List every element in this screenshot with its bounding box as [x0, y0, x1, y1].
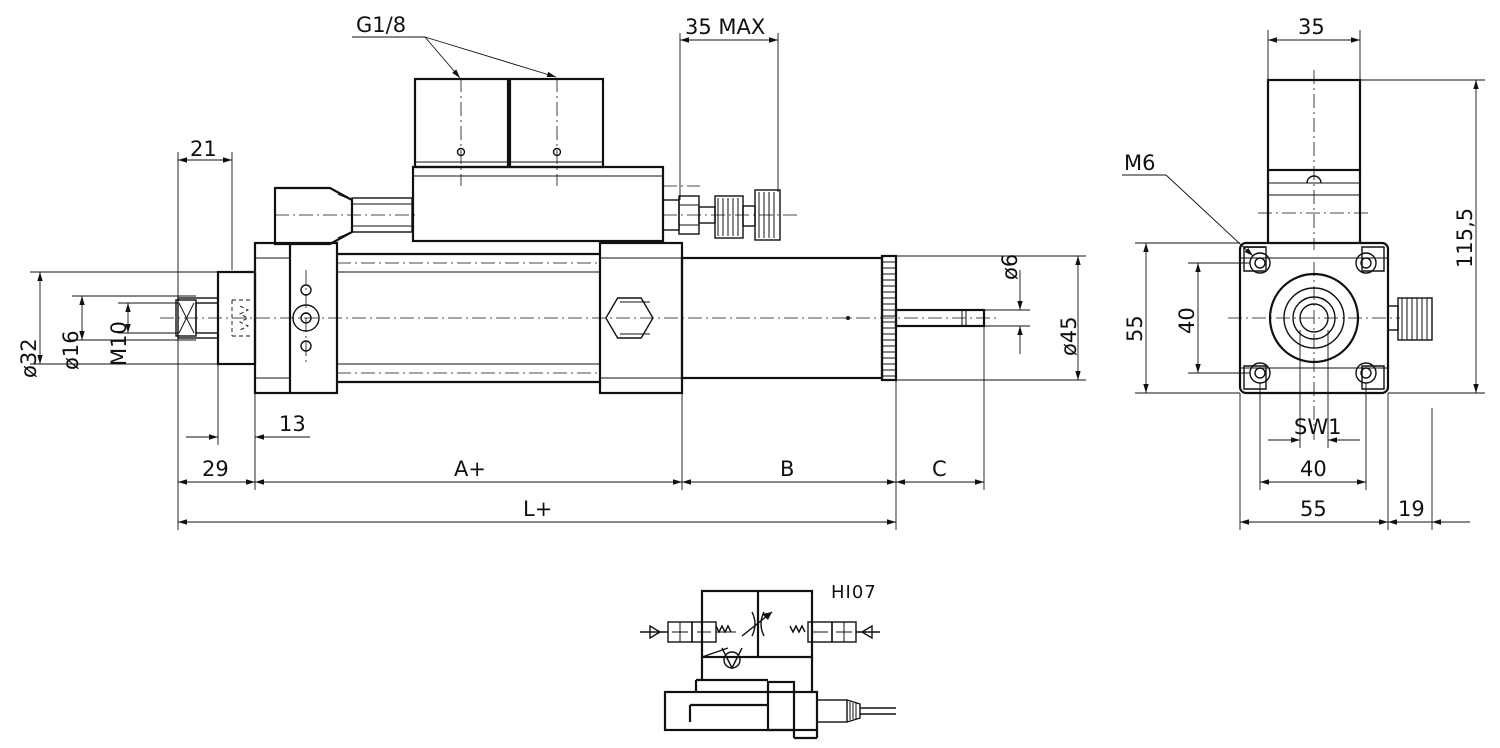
dim-21: 21 — [190, 137, 217, 161]
side-dim-55-vertical: 55 — [1123, 315, 1147, 342]
dim-13: 13 — [279, 412, 306, 436]
side-dim-35: 35 — [1298, 15, 1325, 39]
port-size-label: G1/8 — [356, 13, 406, 37]
front-view: G1/8 35 MAX 21 ø32 ø16 M10 — [17, 13, 1086, 530]
rod-end — [175, 270, 257, 366]
side-dim-40-horizontal: 40 — [1300, 457, 1327, 481]
pneumatic-schematic: HI07 — [640, 582, 896, 740]
side-dim-40-vertical: 40 — [1175, 307, 1199, 334]
dim-dia16: ø16 — [59, 330, 83, 370]
side-dim-sw1: SW1 — [1294, 415, 1341, 439]
dim-b: B — [780, 457, 794, 481]
dim-dia45: ø45 — [1057, 316, 1081, 356]
side-dimensions: 35 115,5 55 40 M6 SW1 — [1122, 15, 1485, 530]
side-view: 35 115,5 55 40 M6 SW1 — [1122, 15, 1485, 530]
front-dimensions: G1/8 35 MAX 21 ø32 ø16 M10 — [17, 13, 1086, 530]
stroke-max-label: 35 MAX — [685, 15, 765, 39]
side-dim-115-5: 115,5 — [1453, 208, 1477, 268]
dim-dia32: ø32 — [17, 338, 41, 378]
valve-assembly — [273, 77, 800, 246]
dim-c: C — [932, 457, 947, 481]
schematic-label: HI07 — [831, 582, 877, 603]
thread-m6-label: M6 — [1124, 151, 1155, 175]
stop-rod — [894, 308, 986, 328]
dim-a: A+ — [454, 457, 486, 481]
side-dim-55-horizontal: 55 — [1300, 497, 1327, 521]
dim-m10: M10 — [107, 321, 131, 366]
side-dim-19: 19 — [1398, 497, 1425, 521]
dim-29: 29 — [202, 457, 229, 481]
dim-l: L+ — [523, 497, 552, 521]
cylinder-tube — [337, 252, 600, 384]
dim-dia6: ø6 — [998, 254, 1022, 280]
